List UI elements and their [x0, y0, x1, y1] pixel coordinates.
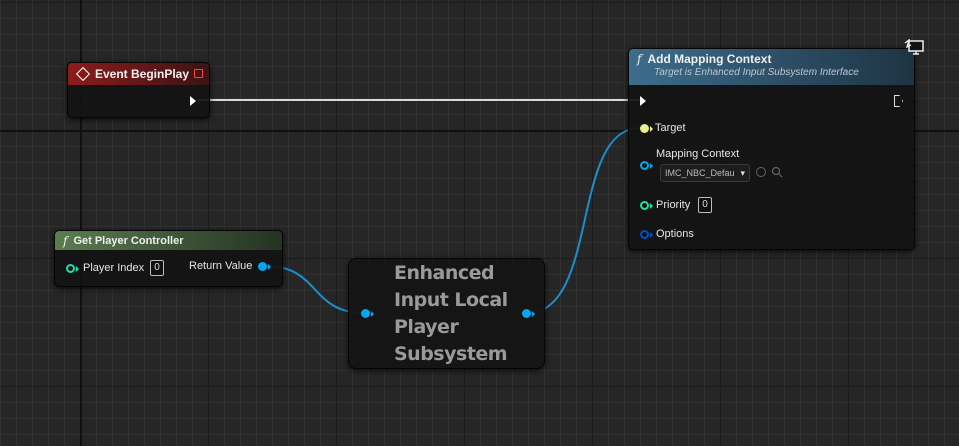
subsystem-title-line-2: Input Local	[394, 289, 508, 311]
mapping-context-value: IMC_NBC_Defau	[665, 168, 735, 178]
add-mapping-context-title: Add Mapping Context	[647, 52, 772, 66]
event-diamond-icon	[75, 66, 91, 82]
browse-asset-search-icon[interactable]	[771, 166, 783, 178]
chevron-down-icon: ▾	[740, 168, 745, 178]
subsystem-title-line-1: Enhanced	[394, 262, 495, 284]
priority-input[interactable]: 0	[698, 197, 712, 213]
function-icon: f	[63, 233, 68, 248]
add-mapping-context-subtitle: Target is Enhanced Input Subsystem Inter…	[654, 67, 859, 78]
subsystem-title-line-4: Subsystem	[394, 343, 508, 365]
priority-label: Priority	[656, 199, 691, 211]
mapping-context-dropdown[interactable]: IMC_NBC_Defau ▾	[660, 164, 750, 182]
exec-then-pin[interactable]	[894, 95, 903, 107]
options-pin[interactable]	[640, 230, 649, 239]
subsystem-target-wire[interactable]	[526, 127, 641, 314]
event-beginplay-node[interactable]: Event BeginPlay	[67, 62, 210, 118]
target-pin[interactable]	[640, 124, 649, 133]
get-player-controller-title: Get Player Controller	[73, 234, 184, 247]
subsystem-input-pin-arrow-icon	[371, 311, 374, 317]
event-beginplay-title: Event BeginPlay	[95, 67, 190, 81]
use-selected-asset-icon[interactable]	[756, 167, 766, 177]
player-index-label: Player Index	[83, 262, 145, 274]
mapping-context-pin[interactable]	[640, 161, 649, 170]
player-index-pin[interactable]	[66, 264, 75, 273]
options-label: Options	[656, 228, 694, 240]
target-label: Target	[655, 122, 686, 134]
get-player-controller-node[interactable]: f Get Player Controller Player Index 0 R…	[54, 230, 283, 287]
player-index-pin-arrow-icon	[76, 266, 79, 272]
add-mapping-context-header[interactable]: f Add Mapping Context Target is Enhanced…	[629, 49, 914, 85]
exec-in-pin[interactable]	[640, 96, 646, 106]
exec-out-pin[interactable]	[190, 96, 196, 106]
priority-pin[interactable]	[640, 201, 649, 210]
priority-pin-arrow-icon	[650, 203, 653, 209]
return-value-pin-arrow-icon	[268, 264, 271, 270]
enhanced-input-subsystem-node[interactable]: Enhanced Input Local Player Subsystem	[348, 258, 545, 369]
subsystem-title-line-3: Player	[394, 316, 459, 338]
event-beginplay-header[interactable]: Event BeginPlay	[68, 63, 209, 85]
mapping-context-pin-arrow-icon	[650, 163, 653, 169]
subsystem-output-pin-arrow-icon	[532, 311, 535, 317]
target-pin-arrow-icon	[650, 126, 653, 132]
get-player-controller-header[interactable]: f Get Player Controller	[55, 231, 282, 250]
monitor-icon	[904, 38, 926, 57]
subsystem-output-pin[interactable]	[522, 309, 531, 318]
delegate-pin-icon[interactable]	[194, 69, 203, 78]
function-icon: f	[637, 52, 642, 66]
return-value-label: Return Value	[189, 260, 253, 272]
options-pin-arrow-icon	[650, 232, 653, 238]
player-index-input[interactable]: 0	[150, 260, 164, 276]
return-value-pin[interactable]	[258, 262, 267, 271]
mapping-context-label: Mapping Context	[656, 148, 740, 160]
subsystem-input-pin[interactable]	[361, 309, 370, 318]
add-mapping-context-node[interactable]: f Add Mapping Context Target is Enhanced…	[628, 38, 924, 250]
